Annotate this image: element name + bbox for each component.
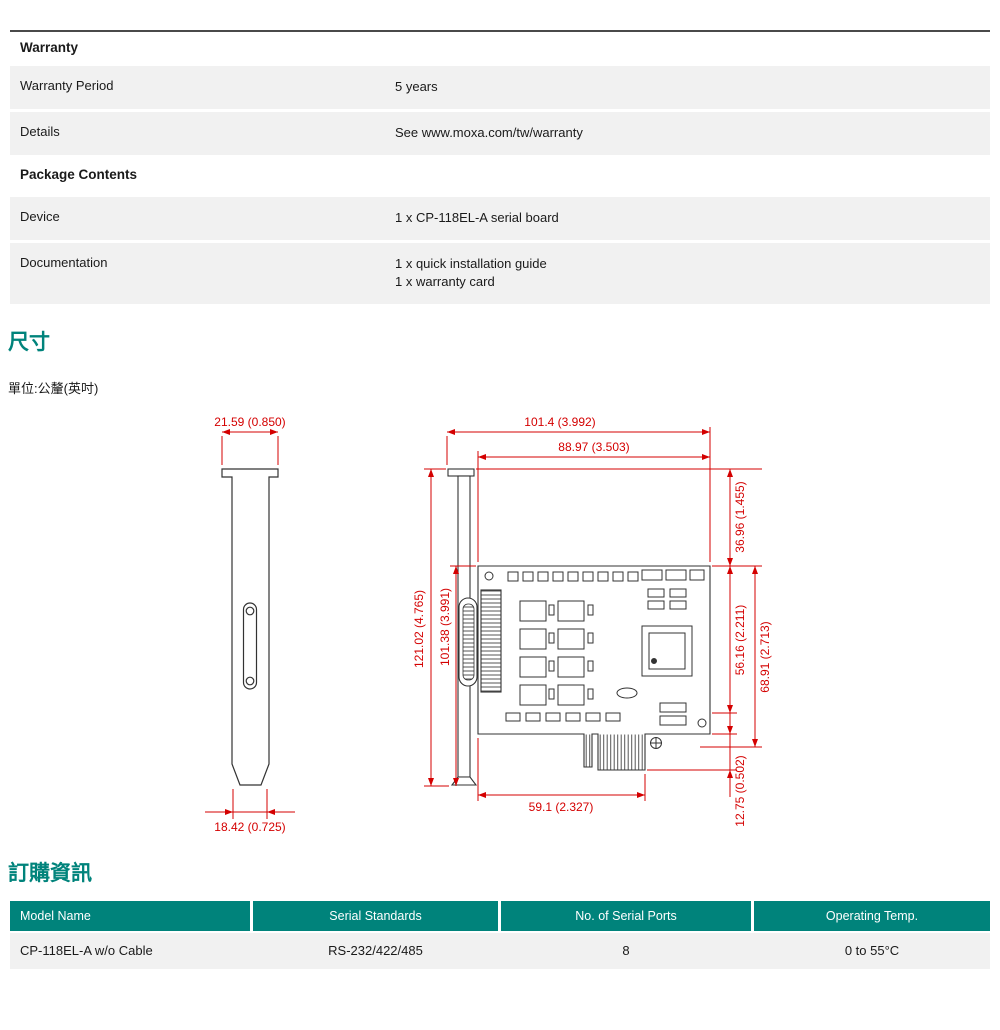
spec-label: Details: [20, 123, 60, 139]
dim-right-section-height: 68.91 (2.713): [758, 622, 772, 693]
dim-total-height: 121.02 (4.765): [412, 590, 426, 668]
col-header-serial-standards: Serial Standards: [253, 901, 498, 932]
dimension-drawing: 21.59 (0.850) 18.42 (0.725) 101.4 (3.992…: [0, 399, 1000, 835]
goldfinger-short: [584, 734, 592, 767]
ordering-heading: 訂購資訊: [8, 862, 92, 886]
spec-section-package-contents: Package Contents: [10, 154, 990, 194]
dim-connector-section-height: 56.16 (2.211): [733, 605, 747, 676]
spec-label: Warranty Period: [20, 78, 114, 93]
board-bracket-tab: [447, 468, 475, 477]
col-header-serial-ports: No. of Serial Ports: [501, 901, 751, 932]
mount-hole-top-left: [484, 571, 494, 581]
spec-row-documentation: Documentation 1 x quick installation gui…: [10, 242, 990, 305]
spec-value: 1 x CP-118EL-A serial board: [395, 209, 559, 225]
spec-label: Documentation: [20, 254, 108, 270]
spec-section-warranty: Warranty: [10, 32, 990, 63]
spec-value: See www.moxa.com/tw/warranty: [395, 124, 583, 140]
bracket-front-view: [221, 468, 279, 786]
spec-table: Warranty Warranty Period 5 years Details…: [10, 30, 990, 305]
cell-model-name: CP-118EL-A w/o Cable: [20, 943, 153, 959]
doc-line-1: 1 x quick installation guide: [395, 255, 547, 271]
doc-line-2: 1 x warranty card: [395, 274, 495, 290]
spec-row-warranty-period: Warranty Period 5 years: [10, 66, 990, 109]
spec-value: 1 x quick installation guide 1 x warrant…: [385, 243, 990, 305]
spec-label: Device: [20, 208, 60, 224]
ordering-table-row: CP-118EL-A w/o Cable RS-232/422/485 8 0 …: [10, 933, 990, 970]
col-header-model-name: Model Name: [10, 901, 250, 932]
dimension-drawing-svg: 21.59 (0.850) 18.42 (0.725) 101.4 (3.992…: [205, 415, 772, 834]
section-title: Warranty: [20, 40, 79, 55]
scsi-connector-pins: [462, 603, 475, 681]
col-header-operating-temp: Operating Temp.: [754, 901, 990, 932]
section-title: Package Contents: [20, 166, 138, 182]
unit-note: 單位:公釐(英吋): [8, 381, 99, 397]
goldfinger-long: [598, 734, 645, 770]
cell-serial-ports: 8: [622, 943, 630, 959]
board-side-view: [447, 468, 711, 786]
dim-bracket-top-width: 21.59 (0.850): [214, 415, 285, 429]
dim-bottom-width: 59.1 (2.327): [529, 800, 594, 814]
spec-value: 5 years: [395, 79, 438, 94]
bracket-screw-hole-bottom: [245, 676, 255, 686]
bracket-outline: [221, 468, 279, 786]
spec-row-details: Details See www.moxa.com/tw/warranty: [10, 111, 990, 155]
crystal-oscillator: [616, 687, 638, 699]
mount-hole-bottom-right: [697, 718, 707, 728]
ordering-table-header: Model Name Serial Standards No. of Seria…: [10, 901, 990, 932]
bracket-screw-hole-top: [245, 606, 255, 616]
dimension-lines: [205, 427, 762, 820]
cell-serial-standards: RS-232/422/485: [328, 943, 423, 959]
dim-top-section-height: 36.96 (1.455): [733, 482, 747, 553]
dim-total-width: 101.4 (3.992): [524, 415, 595, 429]
cell-operating-temp: 0 to 55°C: [844, 943, 900, 959]
dim-pcb-height: 101.38 (3.991): [438, 588, 452, 666]
dim-goldfinger-height: 12.75 (0.502): [733, 756, 747, 827]
bracket-connector-slot: [242, 602, 258, 690]
pcb-components: [484, 569, 707, 750]
ordering-table: Model Name Serial Standards No. of Seria…: [10, 901, 990, 970]
dimensions-heading: 尺寸: [8, 331, 50, 355]
card-connector-header: [480, 589, 502, 693]
dim-pcb-width: 88.97 (3.503): [558, 440, 629, 454]
spec-row-device: Device 1 x CP-118EL-A serial board: [10, 196, 990, 240]
dimension-labels: 21.59 (0.850) 18.42 (0.725) 101.4 (3.992…: [214, 415, 772, 834]
dim-bracket-bottom-width: 18.42 (0.725): [214, 820, 285, 834]
